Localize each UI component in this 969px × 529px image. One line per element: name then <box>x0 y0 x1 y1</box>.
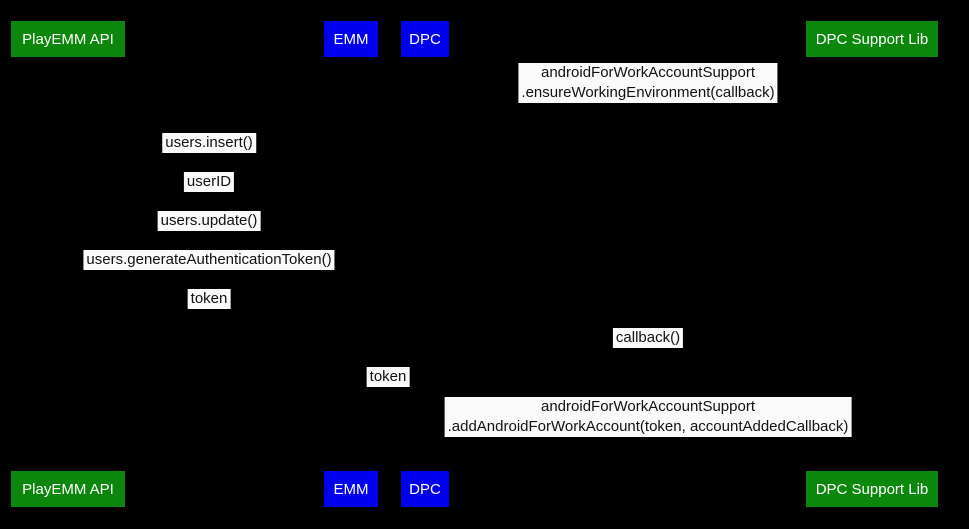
message-line: token <box>369 368 407 385</box>
message-line: users.generateAuthenticationToken() <box>86 251 332 268</box>
participant-dpc-bottom: DPC <box>401 471 449 507</box>
message-label-ensure-working-environment: androidForWorkAccountSupport .ensureWorki… <box>518 63 778 103</box>
participant-dpc-support-lib-bottom: DPC Support Lib <box>806 471 938 507</box>
message-line: .addAndroidForWorkAccount(token, account… <box>447 418 849 435</box>
participant-playemm-api-top: PlayEMM API <box>11 21 125 57</box>
message-label-users-update: users.update() <box>157 211 261 231</box>
participant-dpc-support-lib-top: DPC Support Lib <box>806 21 938 57</box>
message-label-token-to-dpc: token <box>366 367 410 387</box>
participant-emm-top: EMM <box>324 21 378 57</box>
message-line: androidForWorkAccountSupport <box>540 64 755 81</box>
message-line: androidForWorkAccountSupport <box>541 398 755 415</box>
message-line: userID <box>186 173 232 190</box>
message-line: .ensureWorkingEnvironment(callback) <box>521 84 775 101</box>
message-line: token <box>190 290 228 307</box>
message-label-add-android-for-work-account: androidForWorkAccountSupport .addAndroidF… <box>444 397 852 437</box>
message-label-users-insert: users.insert() <box>162 133 256 153</box>
participant-playemm-api-bottom: PlayEMM API <box>11 471 125 507</box>
message-label-callback: callback() <box>612 328 684 348</box>
message-label-users-generate-auth-token: users.generateAuthenticationToken() <box>83 250 335 270</box>
message-line: callback() <box>615 329 681 346</box>
participant-dpc-top: DPC <box>401 21 449 57</box>
message-line: users.update() <box>160 212 258 229</box>
participant-emm-bottom: EMM <box>324 471 378 507</box>
message-label-token-to-emm: token <box>187 289 231 309</box>
message-label-user-id: userID <box>183 172 235 192</box>
message-line: users.insert() <box>165 134 253 151</box>
